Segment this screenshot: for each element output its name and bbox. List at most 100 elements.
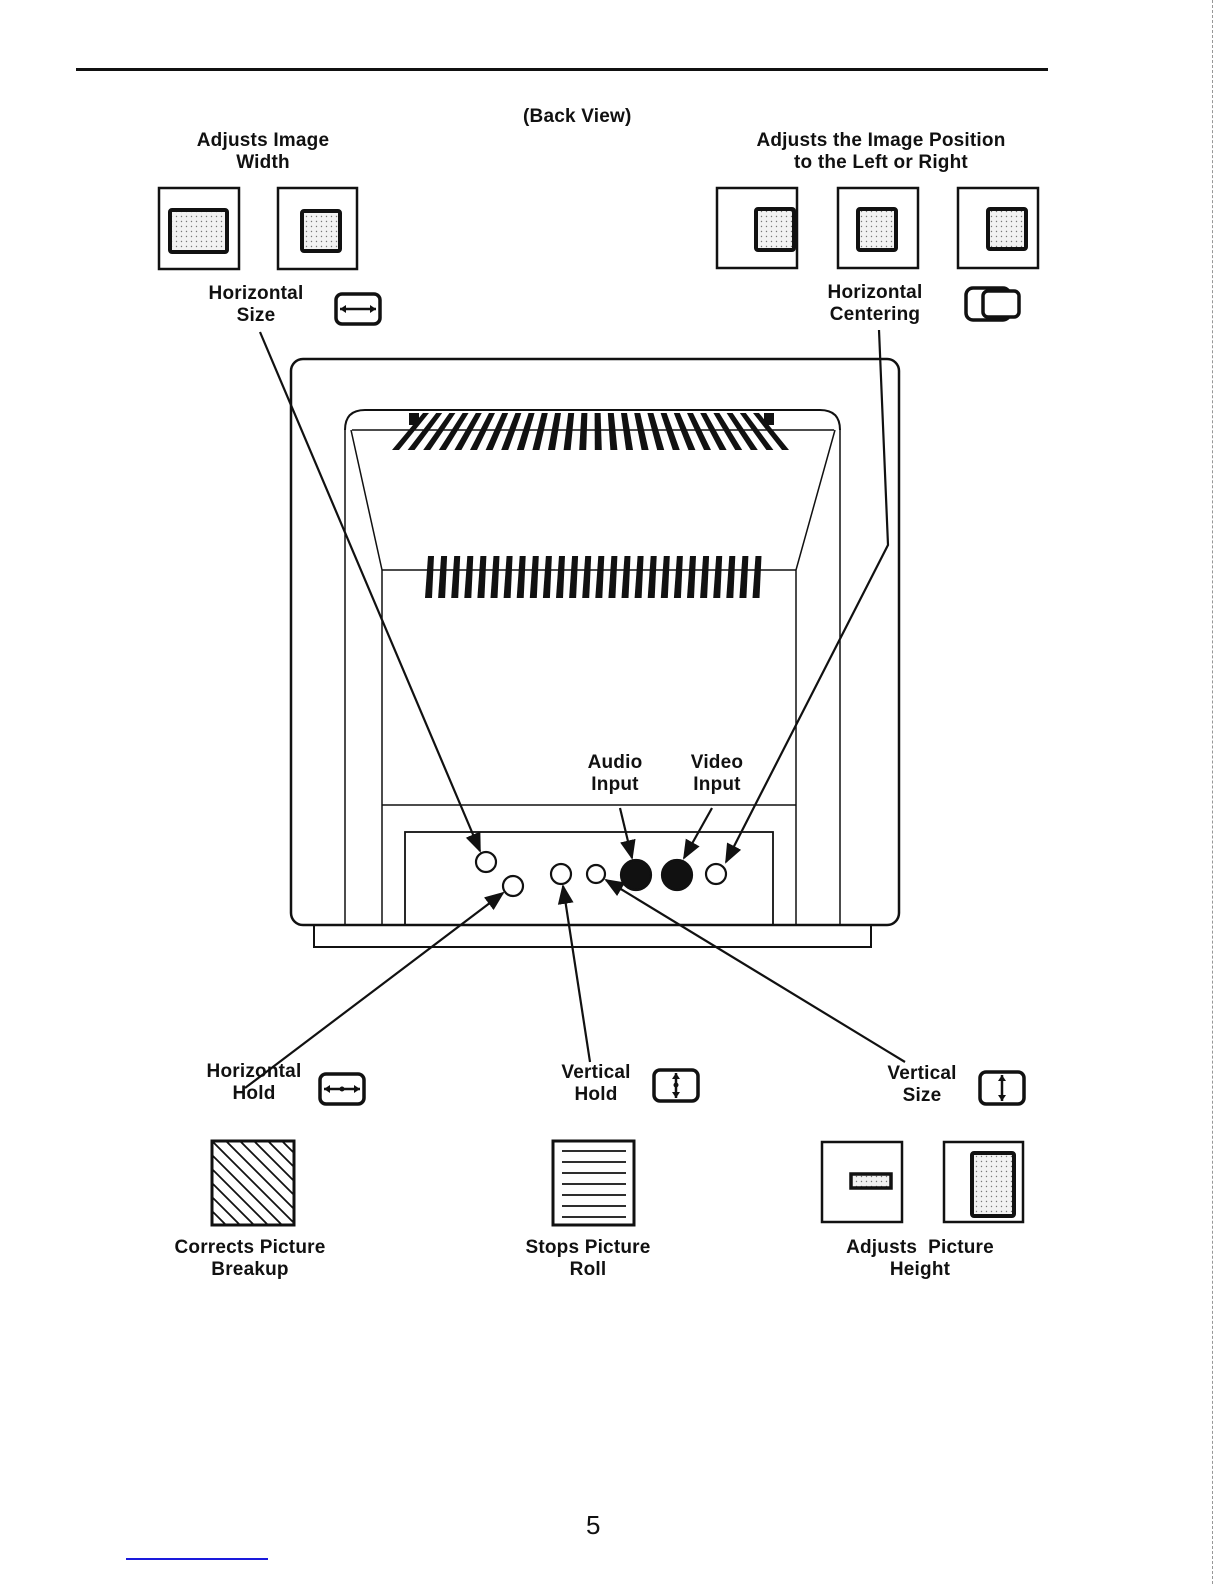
leader-arrows (245, 330, 905, 1088)
lower-vent (425, 556, 762, 598)
audio-input-label-line2: Input (578, 774, 652, 796)
vertical-size-knob (587, 865, 605, 883)
horizontal-centering-label: Horizontal Centering (814, 282, 936, 326)
width-title: Adjusts Image Width (178, 130, 348, 174)
position-right-example (958, 188, 1038, 268)
vertical-hold-label-line2: Hold (548, 1084, 644, 1106)
hatch-line (142, 1141, 232, 1231)
horizontal-centering-label-line2: Centering (814, 304, 936, 326)
horizontal-size-icon (336, 294, 380, 324)
horizontal-hold-icon (320, 1074, 364, 1104)
width-title-line1: Adjusts Image (178, 130, 348, 152)
vertical-size-label-line1: Vertical (876, 1063, 968, 1085)
horizontal-hold-label-line1: Horizontal (194, 1061, 314, 1083)
hatch-line (240, 1141, 330, 1231)
hatch-line (310, 1141, 400, 1231)
breakup-description-line1: Corrects Picture (150, 1237, 350, 1259)
hatch-line (156, 1141, 246, 1231)
height-description: Adjusts Picture Height (830, 1237, 1010, 1281)
breakup-description: Corrects Picture Breakup (150, 1237, 350, 1281)
vent-slat (674, 556, 683, 598)
page-number: 5 (586, 1510, 600, 1541)
vent-slat (635, 556, 644, 598)
vent-slat (700, 556, 709, 598)
vent-slat (517, 413, 535, 450)
vent-slat (491, 556, 500, 598)
height-description-line2: Height (830, 1259, 1010, 1281)
breakup-description-line2: Breakup (150, 1259, 350, 1281)
vent-slat (582, 556, 591, 598)
height-short-example (822, 1142, 902, 1222)
vent-slat (622, 556, 631, 598)
horizontal-size-knob (476, 852, 496, 872)
width-wide-example (159, 188, 239, 269)
hatch-line (114, 1141, 204, 1231)
vent-slat (477, 556, 486, 598)
hatch-line (254, 1141, 344, 1231)
footer-link-underline[interactable] (126, 1558, 268, 1560)
vertical-hold-icon (654, 1070, 698, 1101)
audio-input-label-line1: Audio (578, 752, 652, 774)
video-input-label-line2: Input (680, 774, 754, 796)
hatch-line (100, 1141, 190, 1231)
video-input-label-line1: Video (680, 752, 754, 774)
vent-slat (451, 556, 460, 598)
vent-slat (647, 413, 664, 450)
roll-description: Stops Picture Roll (500, 1237, 676, 1281)
vent-slat (504, 556, 513, 598)
vertical-size-label: Vertical Size (876, 1063, 968, 1107)
vertical-hold-label-line1: Vertical (548, 1062, 644, 1084)
vent-slat (564, 413, 575, 450)
hatch-line (226, 1141, 316, 1231)
roll-description-line2: Roll (500, 1259, 676, 1281)
vent-slat (608, 556, 617, 598)
vertical-hold-knob (551, 864, 571, 884)
position-title-line2: to the Left or Right (735, 152, 1027, 174)
horizontal-centering-label-line1: Horizontal (814, 282, 936, 304)
position-title: Adjusts the Image Position to the Left o… (735, 130, 1027, 174)
horizontal-size-label: Horizontal Size (196, 283, 316, 327)
video-input-jack (662, 860, 692, 890)
vertical-size-icon (980, 1072, 1024, 1104)
position-center-example (838, 188, 918, 268)
roll-description-line1: Stops Picture (500, 1237, 676, 1259)
connector-panel (476, 852, 726, 896)
picture-roll-example (553, 1141, 634, 1225)
vent-slat (532, 413, 547, 450)
audio-input-jack (621, 860, 651, 890)
width-title-line2: Width (178, 152, 348, 174)
vertical-hold-label: Vertical Hold (548, 1062, 644, 1106)
hatch-line (268, 1141, 358, 1231)
hatch-line (184, 1141, 274, 1231)
hatch-line (296, 1141, 386, 1231)
vent-slat (595, 556, 604, 598)
hatch-line (338, 1141, 428, 1231)
vent-slat (713, 556, 722, 598)
vent-slat (687, 556, 696, 598)
audio-input-label: Audio Input (578, 752, 652, 796)
top-vent (392, 413, 789, 450)
height-tall-example (944, 1142, 1023, 1222)
horizontal-centering-knob (706, 864, 726, 884)
hatch-line (324, 1141, 414, 1231)
horizontal-size-label-line2: Size (196, 305, 316, 327)
vent-slat (621, 413, 633, 450)
vent-slat (739, 556, 748, 598)
hatch-line (128, 1141, 218, 1231)
vent-slat (634, 413, 648, 450)
video-input-label: Video Input (680, 752, 754, 796)
position-title-line1: Adjusts the Image Position (735, 130, 1027, 152)
vent-slat (726, 556, 735, 598)
vent-slat (464, 556, 473, 598)
vent-slat (753, 556, 762, 598)
horizontal-hold-knob (503, 876, 523, 896)
vent-slat (438, 556, 447, 598)
picture-breakup-example (100, 1141, 428, 1231)
vent-slat (548, 413, 561, 450)
width-narrow-example (278, 188, 357, 269)
vent-slat (579, 413, 587, 450)
vent-slat (556, 556, 565, 598)
vent-slat (661, 556, 670, 598)
horizontal-size-label-line1: Horizontal (196, 283, 316, 305)
height-description-line1: Adjusts Picture (830, 1237, 1010, 1259)
